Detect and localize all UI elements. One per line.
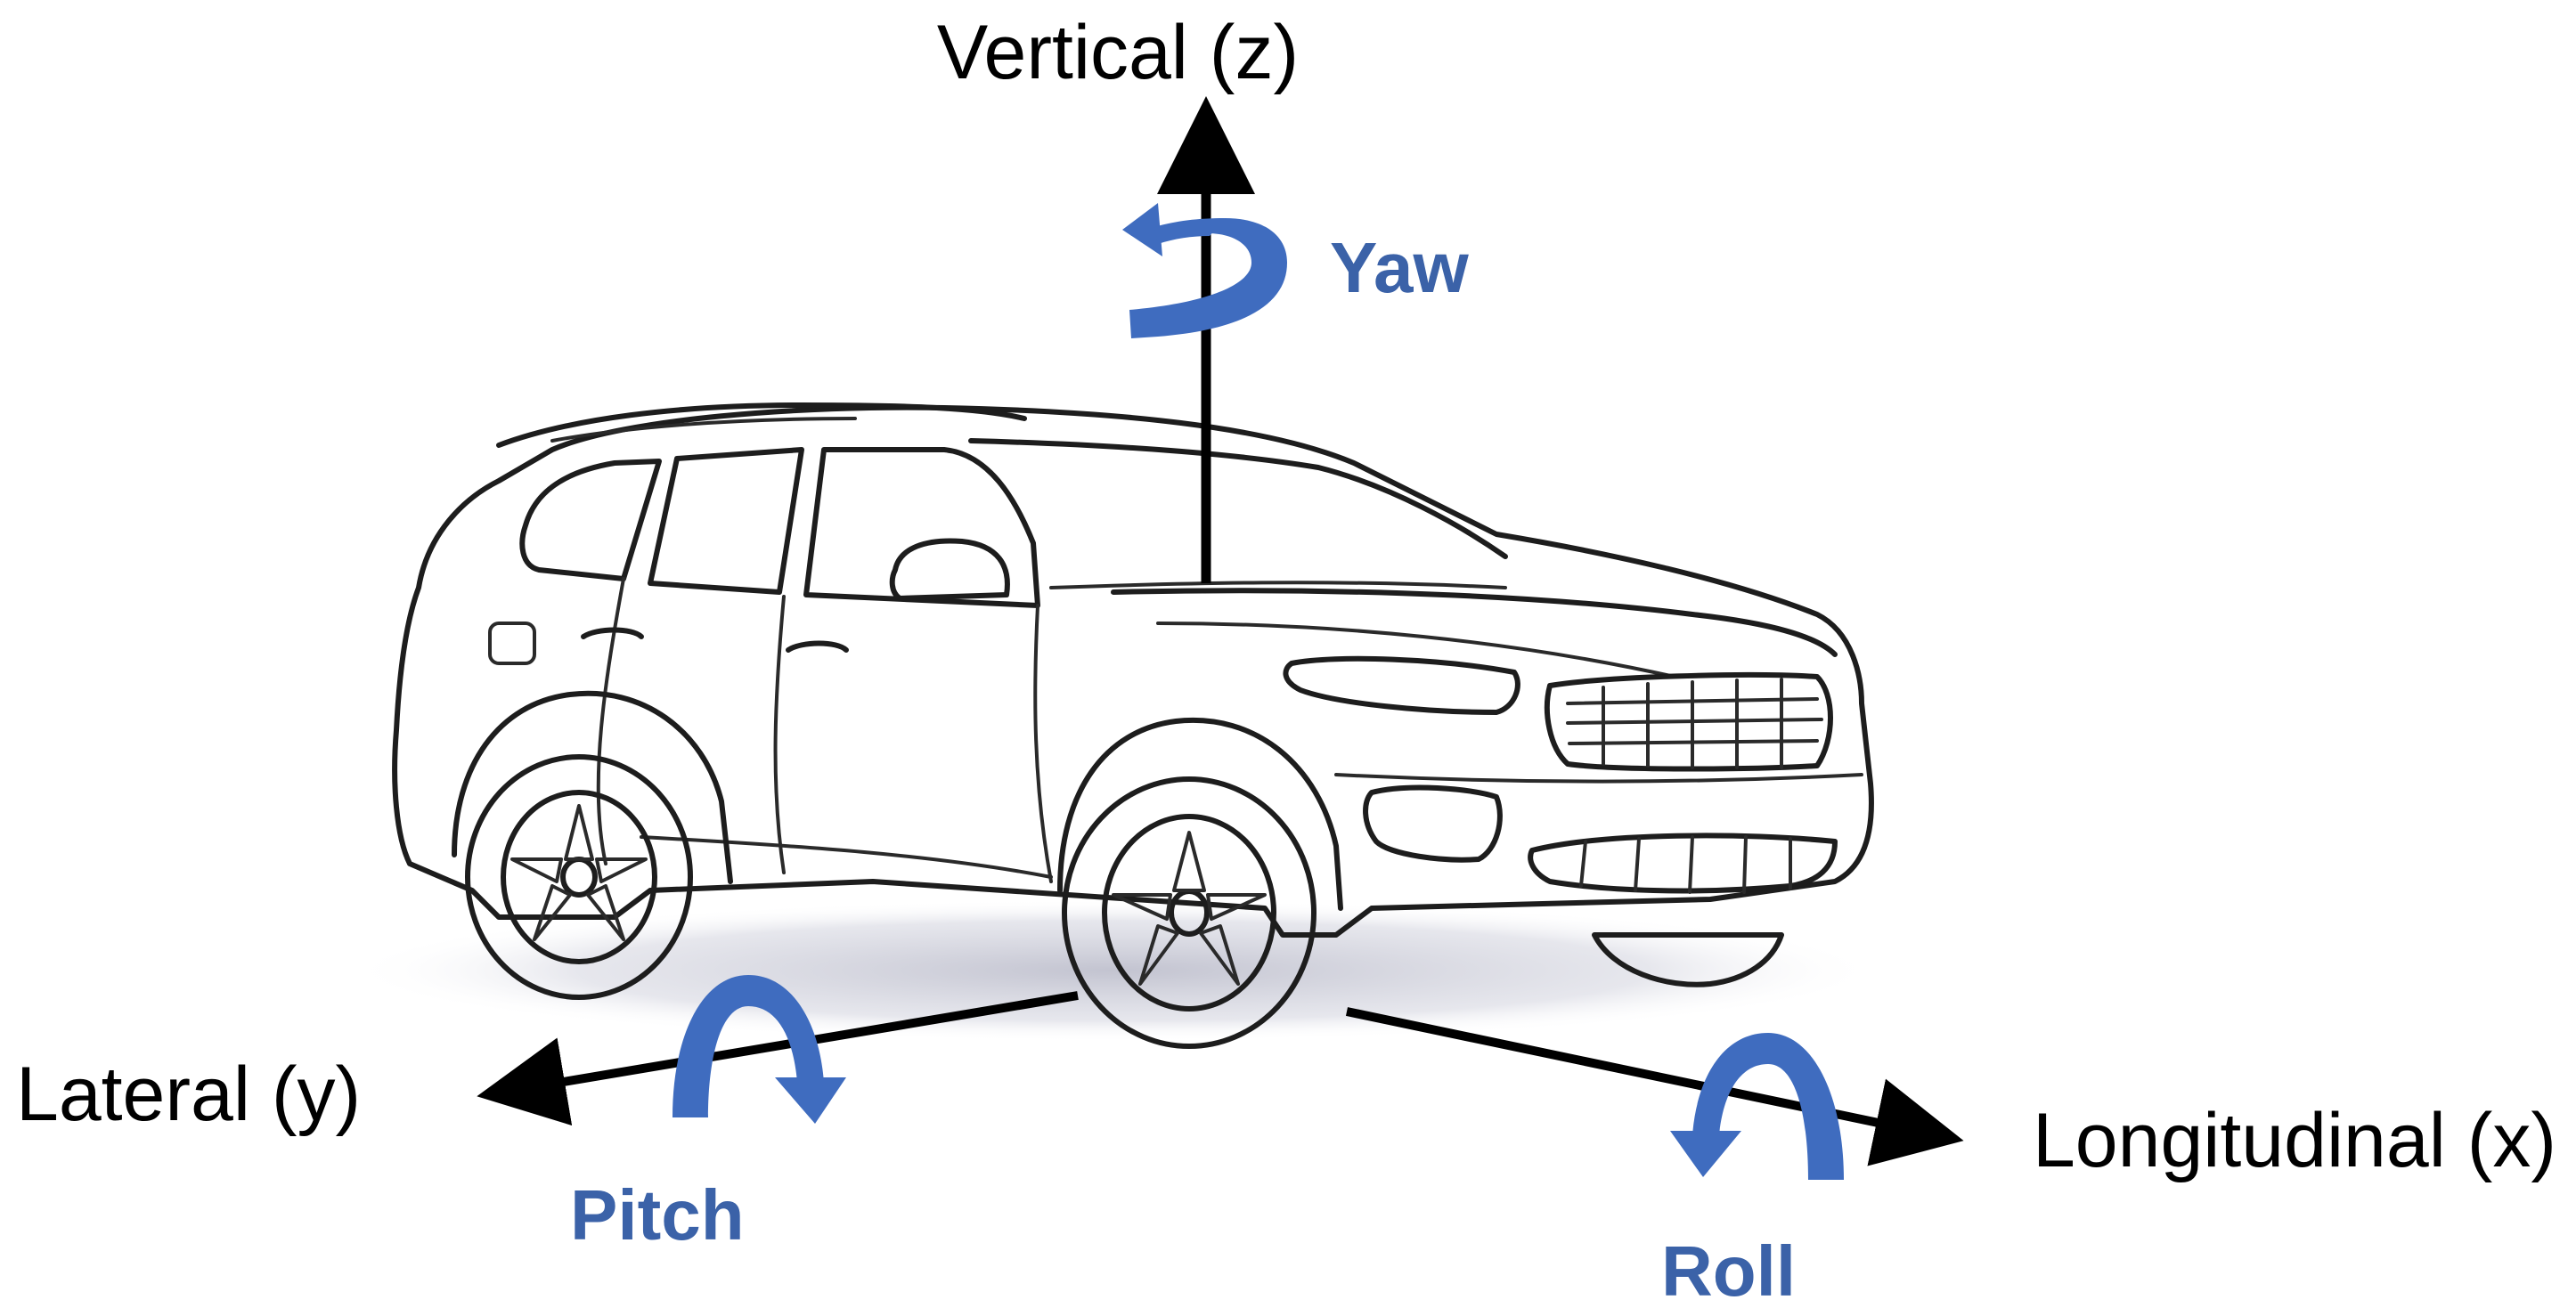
lower-intake (1528, 833, 1838, 894)
front-wheel-arch (1057, 717, 1343, 911)
front-bumper-line (1334, 773, 1863, 784)
fuel-cap (488, 622, 536, 665)
axes (477, 96, 1964, 1166)
yaw-label: Yaw (1330, 228, 1469, 307)
rear-door-window (648, 447, 804, 595)
windshield (968, 438, 1508, 559)
lateral-axis-arrow (477, 991, 1079, 1126)
hood-crease (1156, 622, 1676, 678)
front-grille (1545, 672, 1833, 772)
car-roof-rail-2 (550, 417, 857, 443)
side-sill (640, 835, 1053, 879)
suv-line-drawing (347, 402, 1879, 1049)
pitch-label: Pitch (570, 1175, 745, 1255)
rear-door-handle (581, 627, 644, 639)
headlight (1283, 655, 1520, 715)
windshield-base (1049, 581, 1507, 589)
rear-quarter-window (519, 459, 662, 581)
front-door-handle (786, 640, 849, 653)
door-split (773, 595, 786, 874)
hood-line (1111, 588, 1838, 657)
car-roof-rail (496, 402, 1027, 448)
lateral-axis-label: Lateral (y) (16, 1052, 361, 1137)
rear-wheel-arch (452, 690, 733, 884)
side-mirror (889, 538, 1010, 601)
front-door-edge (1033, 604, 1053, 883)
roll-label: Roll (1661, 1231, 1796, 1300)
car-body-outline (392, 404, 1874, 938)
longitudinal-axis-arrow (1345, 1007, 1964, 1166)
yaw-rotation-arrow-icon (1122, 203, 1287, 338)
front-door-window (803, 447, 1040, 608)
rear-wheel (465, 754, 693, 1000)
roll-rotation-arrow-icon (1670, 1033, 1844, 1180)
lower-intake-slats (1579, 835, 1792, 894)
pitch-rotation-arrow-icon (673, 975, 846, 1124)
far-wheel (1592, 932, 1784, 987)
front-wheel (1062, 776, 1317, 1049)
longitudinal-axis-label: Longitudinal (x) (2033, 1098, 2556, 1183)
rear-door (596, 577, 625, 865)
fog-lamp (1363, 784, 1503, 863)
vertical-axis-label: Vertical (z) (937, 10, 1299, 95)
